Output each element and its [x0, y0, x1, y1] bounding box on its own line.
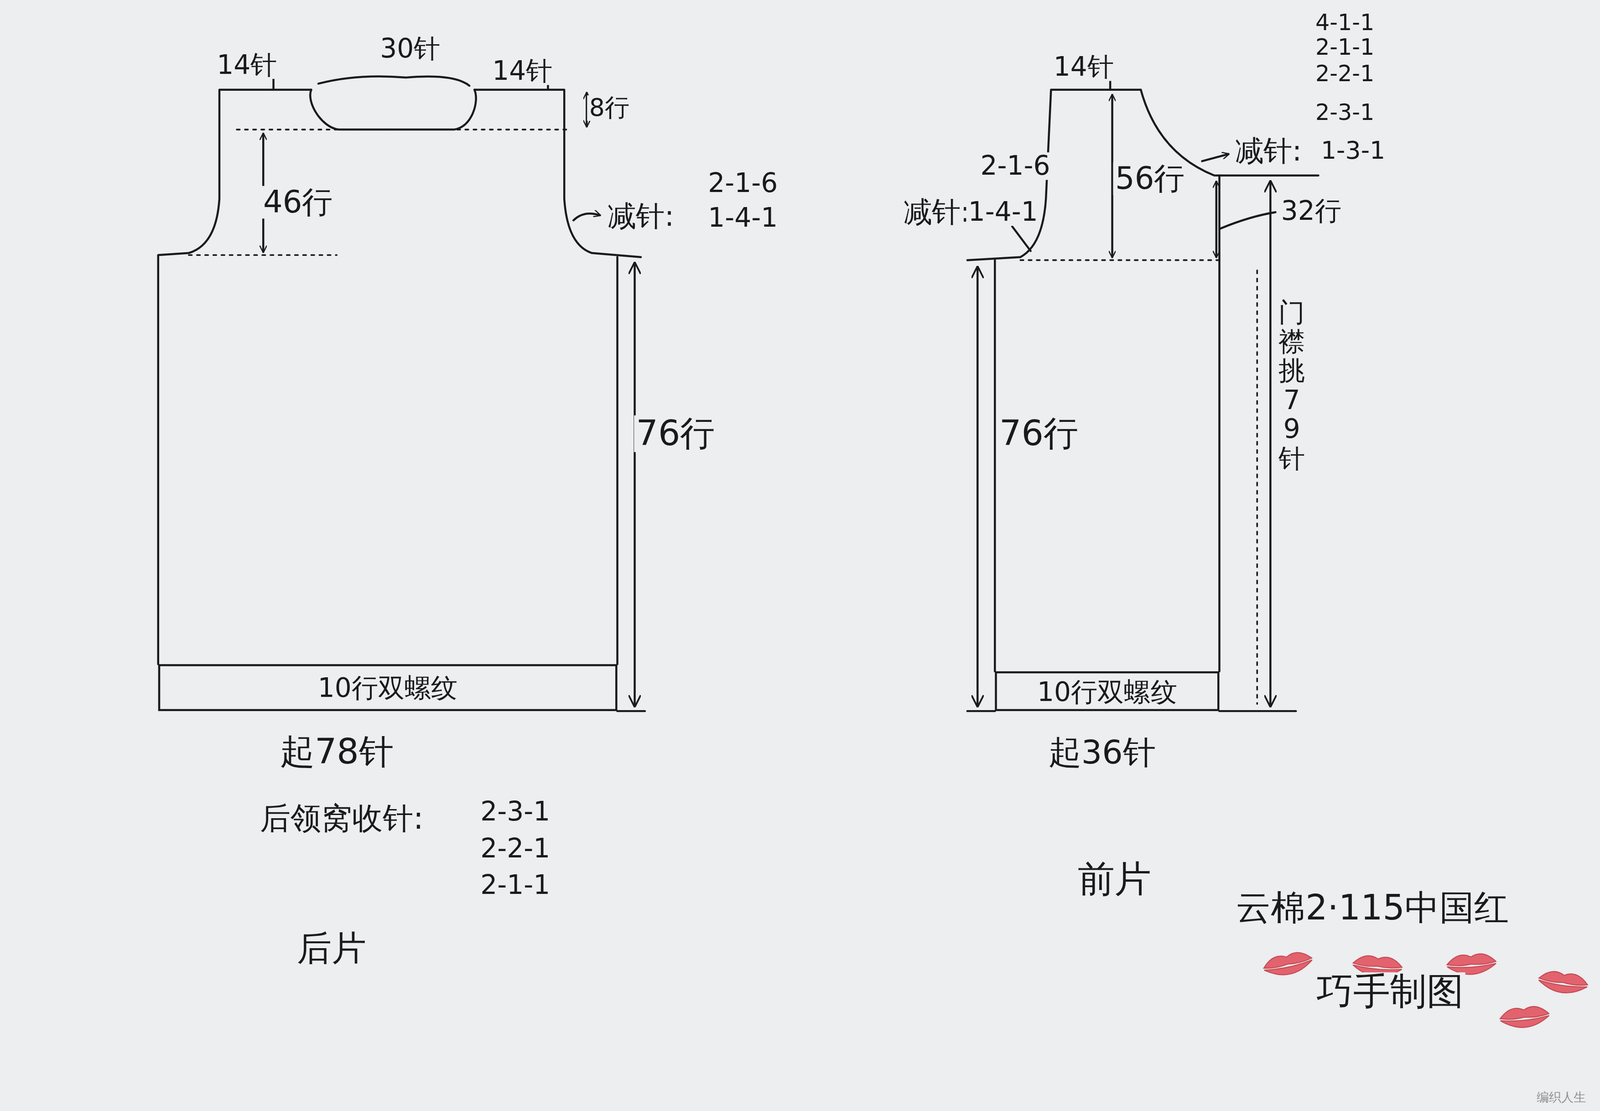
- stitch-count: 14针: [1051, 53, 1116, 82]
- dimension-arrow: [1215, 181, 1218, 258]
- front-piece: [967, 59, 1319, 712]
- shaping-rule: 2-2-1: [478, 835, 553, 863]
- shaping-rule: 2-1-6: [706, 169, 780, 198]
- shaping-rule: 2-1-1: [478, 871, 553, 900]
- dimension-arrow: [633, 263, 636, 707]
- dimension-arrow: [976, 267, 979, 707]
- lip-print: [1499, 1005, 1550, 1030]
- neck-bindoff-note: 后领窝收针:: [258, 802, 426, 835]
- piece-name: 前片: [1075, 860, 1154, 899]
- guide-line: [188, 129, 567, 255]
- row-count: 46行: [261, 186, 336, 219]
- shaping-rule: 1-4-1: [966, 198, 1040, 227]
- row-count: 32行: [1278, 197, 1344, 226]
- back-outline: [474, 89, 641, 258]
- stitch-count: 14针: [214, 51, 280, 80]
- row-count: 8行: [587, 95, 632, 121]
- shaping-rule: 2-2-1: [1313, 61, 1377, 86]
- yarn-note: 云棉2·115中国红: [1234, 889, 1512, 927]
- watermark: 编织人生: [1534, 1091, 1588, 1105]
- lip-print: [1262, 949, 1315, 980]
- decrease-note: 减针:: [901, 197, 972, 228]
- lip-print: [1537, 969, 1589, 997]
- back-outline: [616, 257, 619, 665]
- cast-on-count: 起78针: [277, 733, 396, 771]
- shaping-rule: 2-3-1: [1313, 100, 1377, 125]
- decrease-note: 减针:: [605, 201, 676, 232]
- shaping-rule: 2-1-1: [1313, 35, 1377, 59]
- leader-line: [1220, 212, 1276, 229]
- back-outline: [158, 89, 312, 665]
- row-count: 76行: [633, 415, 717, 452]
- lip-prints: [1262, 949, 1589, 1030]
- leader-arrow: [573, 213, 600, 221]
- piece-name: 后片: [295, 930, 369, 967]
- row-count: 56行: [1113, 162, 1188, 195]
- shaping-rule: 1-4-1: [706, 204, 780, 233]
- rib-band: 10行双螺纹: [994, 671, 1220, 712]
- back-outline: [617, 710, 645, 712]
- back-neckline: [310, 89, 476, 130]
- shaping-rule: 1-3-1: [1318, 138, 1388, 164]
- leader-arrow: [1201, 154, 1229, 162]
- rib-band: 10行双螺纹: [158, 664, 618, 712]
- width-brace: [318, 76, 470, 86]
- placket-note: 门襟挑79针: [1278, 296, 1305, 476]
- cast-on-count: 起36针: [1046, 735, 1158, 770]
- author-note: 巧手制图: [1314, 972, 1466, 1012]
- shaping-rule: 2-3-1: [478, 798, 553, 826]
- dimension-arrow: [1269, 181, 1272, 707]
- stitch-count: 14针: [490, 57, 555, 86]
- shaping-rule: 4-1-1: [1313, 10, 1377, 35]
- shaping-rule: 2-1-6: [978, 152, 1053, 181]
- stitch-count: 30针: [378, 35, 443, 63]
- band-label: 10行双螺纹: [317, 674, 458, 702]
- front-outline: [994, 175, 1220, 672]
- guide-line: [1020, 259, 1258, 704]
- back-piece: [158, 59, 645, 712]
- decrease-note: 减针:: [1232, 135, 1304, 167]
- row-count: 76行: [997, 415, 1081, 452]
- leader-line: [1012, 226, 1031, 252]
- band-label: 10行双螺纹: [1037, 677, 1178, 705]
